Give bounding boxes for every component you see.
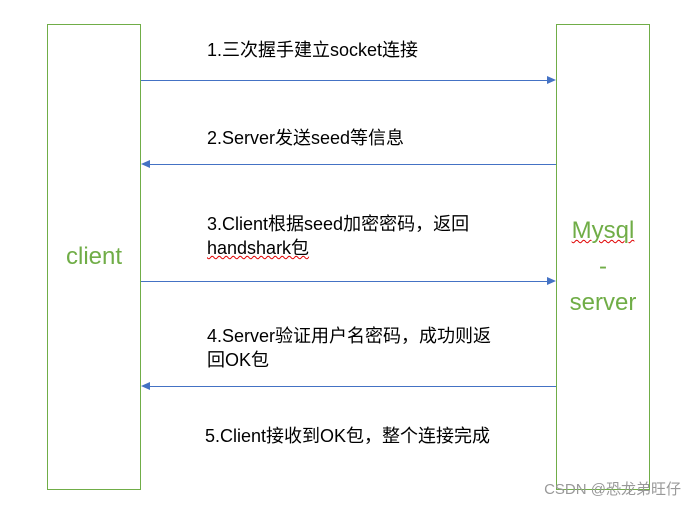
server-label-line1: Mysql xyxy=(571,217,635,244)
step-3-arrow-line xyxy=(141,281,547,282)
step-1-label: 1.三次握手建立socket连接 xyxy=(207,40,419,60)
step-4-label: 4.Server验证用户名密码，成功则返 回OK包 xyxy=(207,324,527,372)
client-box: client xyxy=(47,24,141,490)
step-4-arrowhead xyxy=(141,382,150,390)
step-3-arrowhead xyxy=(547,277,556,285)
server-label-line3: server xyxy=(569,289,637,316)
step-2-arrowhead xyxy=(141,160,150,168)
watermark: CSDN @恐龙弟旺仔 xyxy=(544,481,681,498)
mysql-server-label: Mysql - server xyxy=(557,213,649,321)
step-4-label-line1: 4.Server验证用户名密码，成功则返 xyxy=(207,326,492,346)
step-3-label-line2: handshark包 xyxy=(207,238,310,258)
step-4-arrow-line xyxy=(150,386,556,387)
mysql-server-box: Mysql - server xyxy=(556,24,650,490)
step-5-label: 5.Client接收到OK包，整个连接完成 xyxy=(205,426,491,446)
client-label: client xyxy=(65,243,123,270)
step-2-label: 2.Server发送seed等信息 xyxy=(207,128,405,148)
step-3-label-line1: 3.Client根据seed加密密码，返回 xyxy=(207,214,470,234)
step-1-arrow-line xyxy=(141,80,547,81)
server-label-line2: - xyxy=(599,253,607,280)
step-1-arrowhead xyxy=(547,76,556,84)
step-4-label-line2: 回OK包 xyxy=(207,350,270,370)
step-2-arrow-line xyxy=(150,164,556,165)
step-3-label: 3.Client根据seed加密密码，返回 handshark包 xyxy=(207,212,527,260)
